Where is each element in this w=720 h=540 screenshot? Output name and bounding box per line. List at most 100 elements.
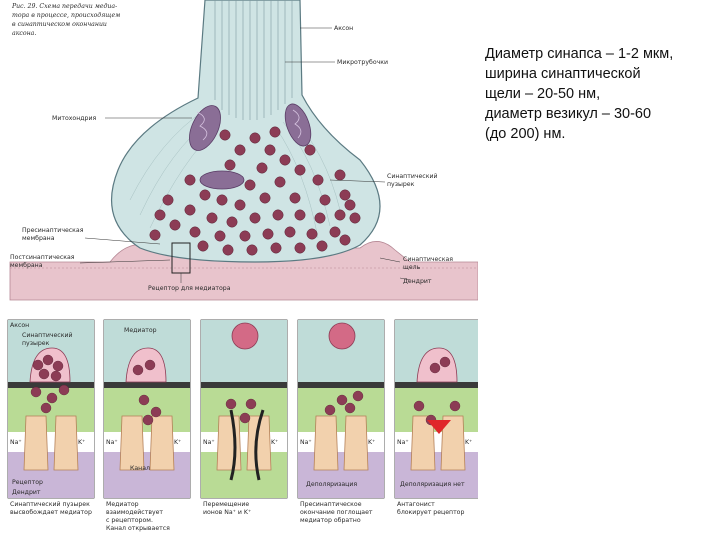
bottom-captions: Синаптический пузырек высвобождает медиа… [10,500,464,532]
vesicle-dot [289,192,301,204]
vesicle-dot [294,242,306,254]
fig-caption-line: тора в процессе, происходящем [12,12,120,19]
vesicle-dot [244,179,256,191]
vesicle-dot [199,189,211,201]
leader-lines-top [79,27,411,283]
vesicle-dot [226,216,238,228]
label-k: K⁺ [78,439,85,446]
synapse-diagram: Рис. 29. Схема передачи медиа- тора в пр… [7,0,478,532]
panel-4-caption: медиатор обратно [300,516,361,524]
axon-terminal [110,0,381,263]
vesicle-dot [149,229,161,241]
caption-line: щели – 20-50 нм, [485,86,601,102]
fig-caption-line: аксона. [12,30,36,37]
vesicle-dot [206,212,218,224]
vesicle-dot [162,194,174,206]
label-synaptic-vesicle: Синаптический [387,172,438,180]
label-synaptic-cleft: щель [403,264,421,271]
panel-label-vesicle: Синаптический [22,331,73,339]
panel-label-dendrite: Дендрит [12,489,41,496]
caption-line: Диаметр синапса – 1-2 мкм, [485,46,674,62]
panel-2-caption: Канал открывается [106,525,170,532]
vesicle-dot [304,144,316,156]
panel-4-caption: Пресинаптическое [300,501,362,508]
vesicle-dot [259,192,271,204]
vesicle-dot [274,176,286,188]
vesicle-dot [239,230,251,242]
label-synaptic-cleft: Синаптическая [403,256,453,263]
vesicle-dot [269,126,281,138]
label-k: K⁺ [368,439,375,446]
label-na: Na⁺ [106,439,118,446]
vesicle-dot [329,226,341,238]
vesicle-dot [314,212,326,224]
caption-line: диаметр везикул – 30-60 [485,106,652,122]
microtubules [214,0,293,120]
label-k: K⁺ [465,439,472,446]
vesicle-dot [224,159,236,171]
vesicle-dot [294,164,306,176]
vesicle-dot [279,154,291,166]
synapse-dimensions-text: Диаметр синапса – 1-2 мкм, ширина синапт… [485,44,710,144]
panel-5-caption: Антагонист [397,501,435,508]
mitochondria [189,103,312,190]
panel-2-caption: с рецептором. [106,517,153,524]
vesicle-dot [316,240,328,252]
vesicle-dot [334,209,346,221]
label-synaptic-vesicle: пузырек [387,181,415,188]
panel-5: Na⁺ K⁺ [394,319,478,499]
panel-1-caption: Синаптический пузырек [10,500,90,508]
vesicle-dot [234,144,246,156]
vesicle-dot [169,219,181,231]
vesicle-dot [319,194,331,206]
panel-1-caption: высвобождает медиатор [10,508,92,516]
panel-2: Na⁺ K⁺ [103,319,191,499]
vesicle-dot [339,234,351,246]
vesicle-dot [334,169,346,181]
label-postsynaptic-membrane: мембрана [10,261,43,269]
vesicle-dot [249,212,261,224]
label-postsynaptic-membrane: Постсинаптическая [10,254,75,261]
vesicle-dot [344,199,356,211]
label-microtubules: Микротрубочки [337,58,388,66]
panel-4-caption: окончание поглощает [300,509,373,516]
vesicle-dot [272,209,284,221]
vesicle-dot [189,226,201,238]
vesicle-dot [246,244,258,256]
vesicle-dot [284,226,296,238]
vesicle-dot [264,144,276,156]
panel-3: Na⁺ K⁺ [200,319,288,499]
caption-line: ширина синаптической [485,66,641,82]
label-na: Na⁺ [10,439,22,446]
panel-3-caption: Перемещение [203,501,249,508]
panel-2-caption: Медиатор [106,501,139,508]
label-axon: Аксон [334,25,353,32]
label-presynaptic-membrane: мембрана [22,234,55,242]
vesicle-dot [154,209,166,221]
vesicle-dot [256,162,268,174]
vesicle-dot [214,230,226,242]
vesicle-dot [270,242,282,254]
label-na: Na⁺ [203,439,215,446]
label-k: K⁺ [174,439,181,446]
vesicle-dot [294,209,306,221]
vesicle-dot [349,212,361,224]
panel-5-caption: блокирует рецептор [397,508,464,516]
vesicle-dot [339,189,351,201]
panel-2-caption: взаимодействует [106,508,163,516]
vesicle-dot [249,132,261,144]
vesicle-dot [197,240,209,252]
label-presynaptic-membrane: Пресинаптическая [22,227,84,234]
panel-label-mediator: Медиатор [124,327,157,334]
vesicle-dot [216,194,228,206]
label-dendrite: Дендрит [403,278,432,285]
label-na: Na⁺ [300,439,312,446]
panel-4: Na⁺ K⁺ [297,319,385,499]
panel-label-depolarization: Деполяризация [306,481,357,488]
vesicle-dot [184,204,196,216]
panel-label-channel: Канал [130,465,150,472]
label-k: K⁺ [271,439,278,446]
fig-caption-line: в синаптическом окончании [12,21,107,28]
label-na: Na⁺ [397,439,409,446]
